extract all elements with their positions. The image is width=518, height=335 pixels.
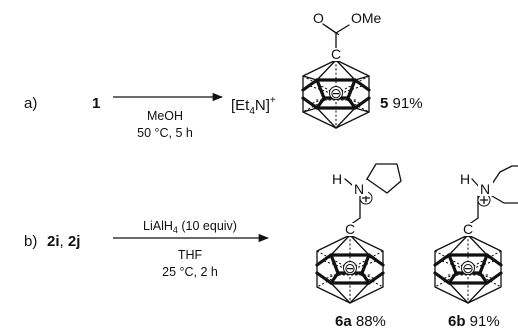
carborane-cage-6b [433, 217, 503, 304]
carborane-cage-5 [301, 48, 371, 129]
cage-charge-6a: ⊖ [344, 260, 356, 276]
label-a: a) [24, 95, 37, 112]
n-atom-6a: N [354, 181, 364, 197]
cage-vertex-c-6a: C [345, 221, 355, 237]
reagent-meoh: MeOH [147, 109, 183, 123]
reactant-1: 1 [92, 95, 100, 112]
label-b: b) [24, 233, 37, 250]
carborane-cage-6a [315, 217, 385, 304]
conditions-a: 50 °C, 5 h [137, 126, 193, 140]
conditions-b: 25 °C, 2 h [162, 265, 218, 279]
ester-oxygen: O [313, 10, 324, 26]
counterion-et4n: [Et4N]+ [231, 95, 276, 117]
product-5-label: 5 91% [380, 95, 423, 112]
solvent-thf: THF [178, 248, 203, 262]
reagent-lialh4: LiAlH4 (10 equiv) [143, 219, 237, 235]
h-atom-6a: H [332, 171, 342, 187]
cage-vertex-c-5: C [331, 46, 341, 62]
cage-vertex-c-6b: C [463, 221, 473, 237]
ester-group: O OMe [313, 10, 382, 49]
ester-methoxy: OMe [351, 10, 382, 26]
reactants-2i-2j: 2i, 2j [47, 233, 80, 250]
product-6a-label: 6a 88% [335, 313, 386, 330]
n-atom-6b: N [480, 181, 490, 197]
h-atom-6b: H [460, 171, 470, 187]
product-6b-label: 6b 91% [448, 313, 500, 330]
cage-charge-6b: ⊖ [462, 260, 474, 276]
cage-charge-5: ⊖ [330, 85, 342, 101]
